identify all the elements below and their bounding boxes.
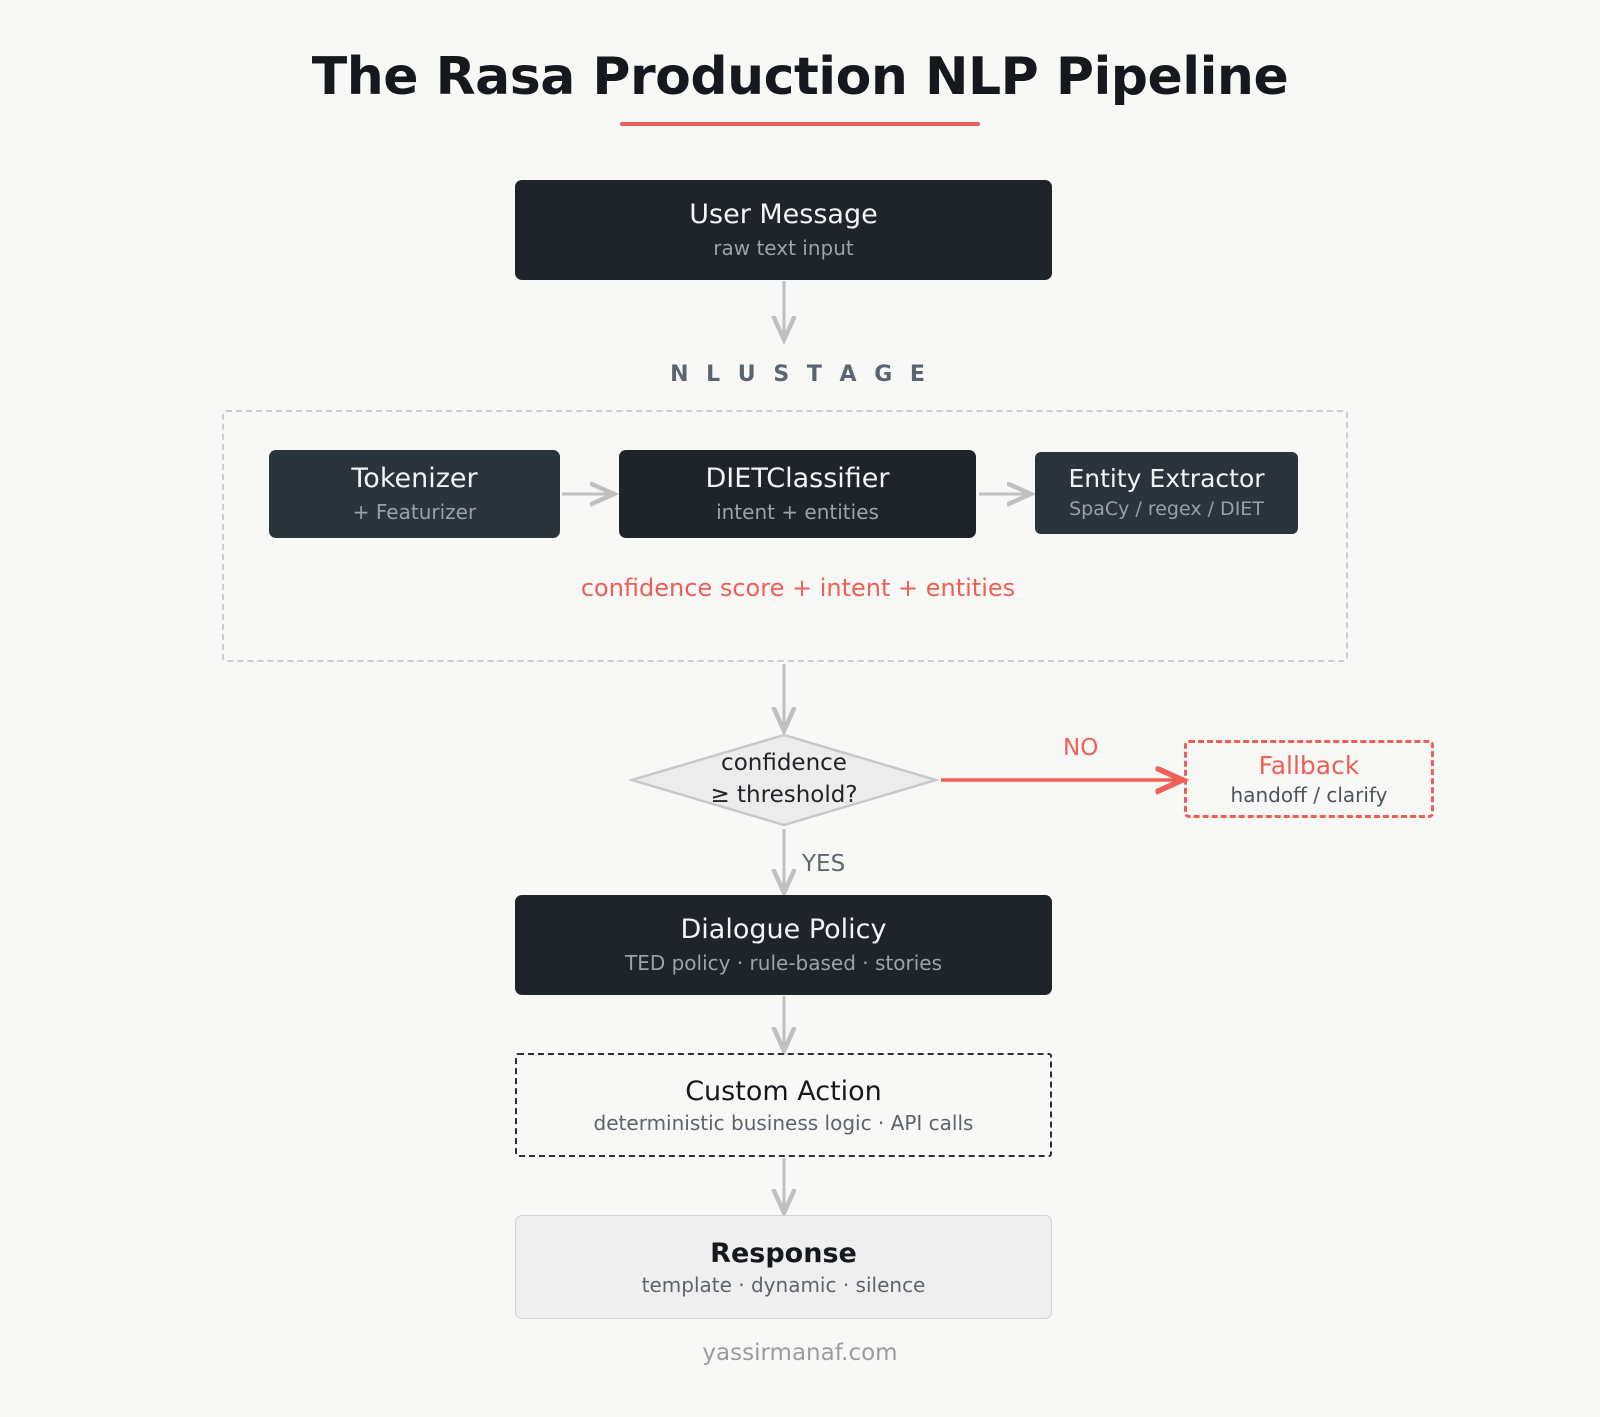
node-confidence-decision[interactable]: confidence ≥ threshold? [629,733,939,827]
node-user-message[interactable]: User Message raw text input [515,180,1052,280]
nlu-stage-label: N L U S T A G E [670,362,930,387]
node-entity-extractor-title: Entity Extractor [1068,463,1265,493]
node-response-title: Response [710,1237,857,1269]
node-diet-classifier-title: DIETClassifier [705,463,890,495]
decision-text-block: confidence ≥ threshold? [629,733,939,827]
node-dialogue-policy-title: Dialogue Policy [680,914,887,946]
nlu-output-annotation: confidence score + intent + entities [580,574,1016,602]
decision-line-2: ≥ threshold? [710,782,858,808]
node-response[interactable]: Response template · dynamic · silence [515,1215,1052,1319]
node-tokenizer-subtitle: + Featurizer [352,499,477,524]
node-custom-action[interactable]: Custom Action deterministic business log… [515,1053,1052,1157]
node-tokenizer[interactable]: Tokenizer + Featurizer [269,450,560,538]
node-fallback-subtitle: handoff / clarify [1230,783,1388,807]
node-user-message-subtitle: raw text input [713,235,854,260]
page-title: The Rasa Production NLP Pipeline [311,47,1289,107]
decision-diamond-shape [629,733,939,827]
node-response-subtitle: template · dynamic · silence [641,1272,926,1297]
node-fallback-title: Fallback [1258,751,1360,780]
node-custom-action-title: Custom Action [685,1075,882,1107]
decision-line-1: confidence [721,750,847,777]
node-dialogue-policy-subtitle: TED policy · rule-based · stories [625,950,942,975]
node-entity-extractor-subtitle: SpaCy / regex / DIET [1069,498,1264,521]
node-user-message-title: User Message [689,199,878,231]
node-entity-extractor[interactable]: Entity Extractor SpaCy / regex / DIET [1035,452,1298,534]
node-diet-classifier-subtitle: intent + entities [716,499,879,524]
nlu-stage-container [222,410,1348,662]
node-diet-classifier[interactable]: DIETClassifier intent + entities [619,450,976,538]
edge-label-yes: YES [802,851,846,877]
page-title-block: The Rasa Production NLP Pipeline [0,47,1600,126]
node-custom-action-subtitle: deterministic business logic · API calls [593,1110,974,1135]
node-fallback[interactable]: Fallback handoff / clarify [1184,740,1434,818]
node-dialogue-policy[interactable]: Dialogue Policy TED policy · rule-based … [515,895,1052,995]
edge-label-no: NO [1063,735,1099,761]
title-underline-rule [620,121,980,126]
footer-credit: yassirmanaf.com [702,1340,898,1366]
node-tokenizer-title: Tokenizer [351,463,478,495]
